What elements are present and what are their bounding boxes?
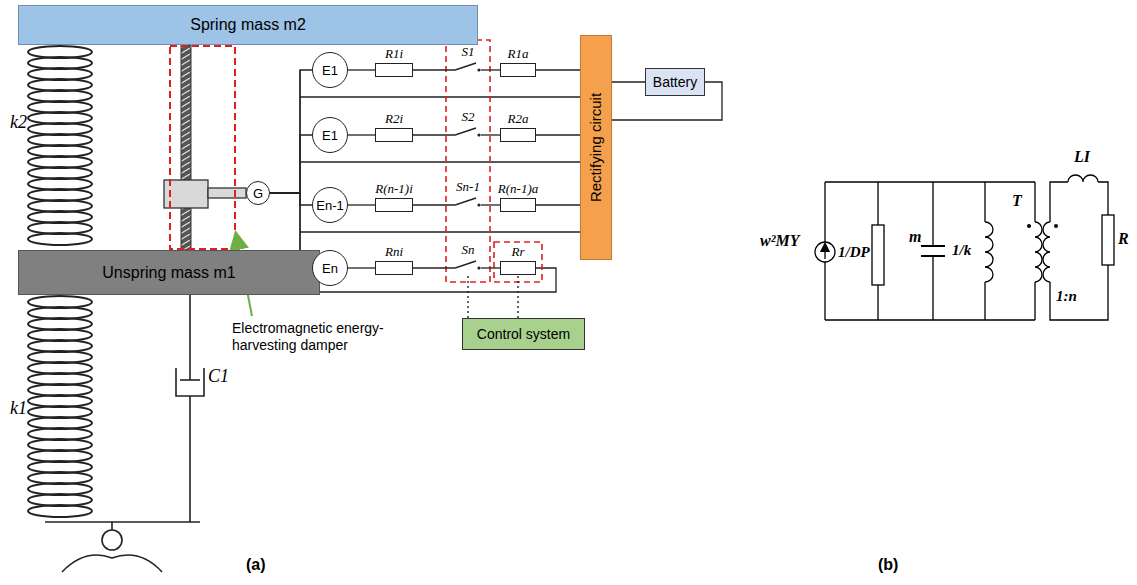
panel-label: (a) bbox=[246, 556, 266, 574]
node-label: Sn-1 bbox=[456, 179, 480, 195]
element-label: 1/DP bbox=[838, 244, 870, 261]
rectifier-box: Rectifying circuit bbox=[580, 35, 612, 260]
emf-source: En-1 bbox=[312, 187, 348, 223]
circuit-wire bbox=[481, 267, 500, 268]
node-label: S2 bbox=[462, 109, 475, 125]
tire-road bbox=[45, 522, 200, 572]
drive-arm bbox=[208, 188, 246, 198]
node-label: R1a bbox=[508, 46, 529, 62]
circuit-wire bbox=[612, 81, 645, 82]
resistor-symbol: R(n-1)i bbox=[375, 198, 413, 212]
generator-symbol: G bbox=[246, 181, 270, 205]
node-label: Sn bbox=[462, 242, 475, 258]
highlight-box bbox=[170, 46, 235, 249]
source-label: w²MY bbox=[760, 232, 799, 250]
node-label: S1 bbox=[462, 44, 475, 60]
switch-symbol: S2 bbox=[455, 127, 481, 143]
circuit-wire bbox=[536, 134, 580, 135]
damper-label: C1 bbox=[208, 366, 229, 387]
circuit-wire bbox=[413, 134, 455, 135]
resistor-symbol: R2a bbox=[500, 128, 536, 142]
circuit-wire bbox=[481, 134, 500, 135]
node-label: Spring mass m2 bbox=[190, 16, 306, 34]
element-label: T bbox=[1012, 192, 1022, 210]
spring-label: k1 bbox=[10, 398, 27, 419]
switch-blade bbox=[455, 197, 481, 213]
node-label: En bbox=[322, 261, 338, 276]
circuit-wire bbox=[270, 193, 312, 205]
circuit-wire bbox=[348, 267, 375, 268]
element-label: m bbox=[909, 228, 921, 246]
node-label: Rectifying circuit bbox=[588, 93, 605, 202]
switch-symbol: Sn-1 bbox=[455, 197, 481, 213]
switch-blade bbox=[455, 127, 481, 143]
circuit-wire bbox=[413, 267, 455, 268]
switch-blade bbox=[455, 62, 481, 78]
spring-label: k2 bbox=[10, 112, 27, 133]
element-label: R bbox=[1118, 230, 1129, 248]
resistor-symbol: R2i bbox=[375, 128, 413, 142]
resistor-symbol: R(n-1)a bbox=[500, 198, 536, 212]
node-label: R1i bbox=[385, 46, 403, 62]
mass-block: Spring mass m2 bbox=[18, 5, 478, 45]
element-label: 1/k bbox=[952, 242, 971, 259]
node-label: E1 bbox=[322, 63, 338, 78]
resistor-symbol: Rni bbox=[375, 261, 413, 275]
resistor-symbol: R1i bbox=[375, 63, 413, 77]
node-label: En-1 bbox=[316, 198, 343, 213]
emf-source: E1 bbox=[312, 117, 348, 153]
highlight-box bbox=[446, 40, 490, 282]
node-label: R(n-1)i bbox=[375, 181, 413, 197]
circuit-wire bbox=[481, 69, 500, 70]
damper-symbol bbox=[176, 295, 204, 522]
element-label: LI bbox=[1074, 148, 1090, 166]
polarity-dot bbox=[1054, 224, 1058, 228]
resistor-symbol: Rr bbox=[500, 261, 536, 275]
emf-source: E1 bbox=[312, 52, 348, 88]
node-label: Rr bbox=[512, 244, 525, 260]
control-line bbox=[517, 275, 518, 318]
control-box: Control system bbox=[462, 318, 585, 350]
node-label: Battery bbox=[653, 74, 697, 90]
node-label: Rni bbox=[385, 244, 403, 260]
circuit-wire bbox=[413, 204, 455, 205]
node-label: R(n-1)a bbox=[498, 181, 538, 197]
node-label: G bbox=[253, 186, 263, 201]
node-label: R2a bbox=[508, 111, 529, 127]
circuit-wire bbox=[348, 204, 375, 205]
node-label: E1 bbox=[322, 128, 338, 143]
circuit-wire bbox=[270, 135, 312, 193]
resistor-symbol: R1a bbox=[500, 63, 536, 77]
ratio-label: 1:n bbox=[1056, 288, 1077, 305]
equivalent-circuit bbox=[815, 175, 1114, 320]
circuit-wire bbox=[300, 70, 722, 292]
callout-text: Electromagnetic energy-harvesting damper bbox=[232, 320, 410, 354]
switch-symbol: S1 bbox=[455, 62, 481, 78]
panel-label: (b) bbox=[878, 556, 898, 574]
circuit-wire bbox=[536, 204, 580, 205]
circuit-wire bbox=[270, 70, 312, 193]
node-label: Control system bbox=[477, 326, 570, 342]
mass-block: Unspring mass m1 bbox=[18, 250, 320, 295]
circuit-wire bbox=[481, 204, 500, 205]
emf-source: En bbox=[312, 250, 348, 286]
node-label: R2i bbox=[385, 111, 403, 127]
battery-box: Battery bbox=[645, 68, 705, 96]
circuit-wire bbox=[348, 134, 375, 135]
switch-blade bbox=[455, 260, 481, 276]
circuit-wire bbox=[413, 69, 455, 70]
circuit-wire bbox=[536, 69, 580, 70]
polarity-dot bbox=[1027, 224, 1031, 228]
control-line bbox=[467, 276, 468, 318]
ball-screw bbox=[181, 45, 191, 250]
node-label: Unspring mass m1 bbox=[102, 264, 235, 282]
circuit-wire bbox=[348, 69, 375, 70]
switch-symbol: Sn bbox=[455, 260, 481, 276]
